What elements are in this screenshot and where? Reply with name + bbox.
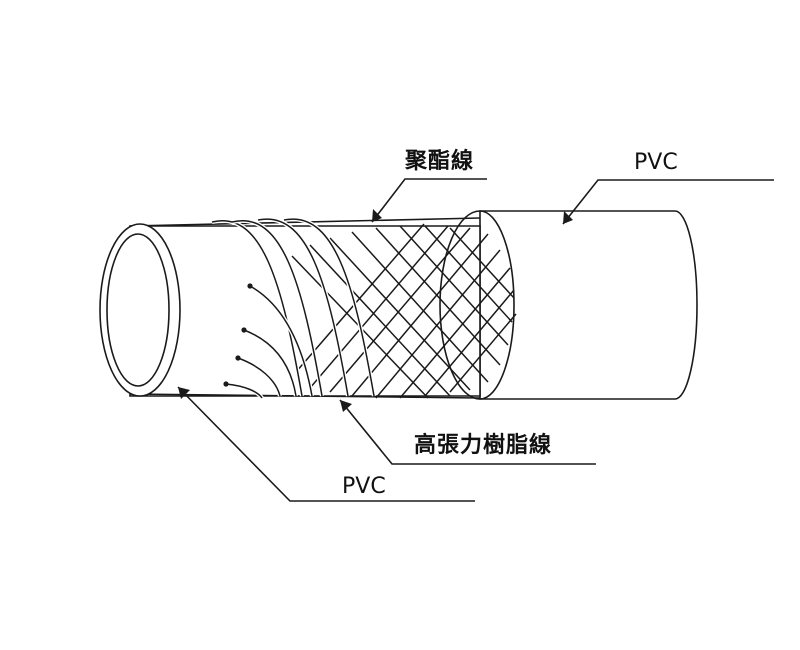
leader-pvc-inner: [177, 386, 475, 502]
label-polyester-yarn: 聚酯線: [404, 148, 474, 174]
label-pvc-inner: PVC: [342, 474, 386, 499]
labels: 聚酯線 PVC 高張力樹脂線 PVC: [342, 148, 678, 499]
arrow-icon: [372, 209, 382, 222]
arrow-icon: [178, 387, 190, 399]
outer-pvc-opening: [439, 210, 515, 400]
outer-pvc-layer: [479, 210, 698, 400]
leader-lines: [177, 178, 774, 502]
inner-tube-opening: [99, 223, 181, 397]
leader-polyester: [371, 178, 487, 223]
arrowheads: [178, 209, 573, 412]
arrow-icon: [563, 211, 573, 224]
leader-pvc-outer: [562, 179, 774, 225]
label-pvc-outer: PVC: [634, 150, 678, 175]
high-tensile-spiral: [211, 216, 377, 400]
leader-high-tensile: [339, 399, 596, 465]
arrow-icon: [340, 400, 352, 412]
label-high-tensile-yarn: 高張力樹脂線: [414, 432, 552, 458]
